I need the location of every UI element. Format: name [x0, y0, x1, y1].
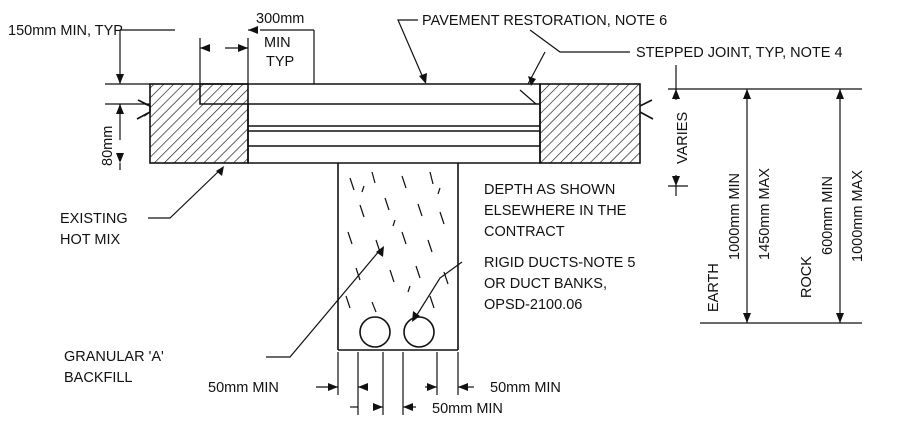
label-rock-max: 1000mm MAX	[850, 170, 866, 262]
label-typ: TYP	[266, 54, 294, 70]
dim-80	[116, 104, 124, 170]
label-earth: EARTH	[706, 263, 722, 312]
existing-hot-mix-right	[539, 83, 641, 164]
label-300mm: 300mm	[256, 11, 304, 27]
dim-varies	[672, 65, 680, 196]
label-50mm-left: 50mm MIN	[208, 380, 279, 396]
label-duct-banks: OR DUCT BANKS,	[484, 276, 607, 292]
label-pavement-restoration: PAVEMENT RESTORATION, NOTE 6	[422, 13, 667, 29]
label-min: MIN	[264, 35, 291, 51]
label-50mm-right: 50mm MIN	[490, 380, 561, 396]
dim-150-min	[105, 26, 315, 114]
label-backfill: BACKFILL	[64, 370, 133, 386]
label-rock-min: 600mm MIN	[820, 176, 836, 255]
label-stepped-joint: STEPPED JOINT, TYP, NOTE 4	[636, 45, 843, 61]
duct-right	[403, 316, 435, 348]
label-earth-max: 1450mm MAX	[757, 168, 773, 260]
label-varies: VARIES	[675, 112, 691, 164]
label-depth-1: DEPTH AS SHOWN	[484, 182, 615, 198]
pavement-restoration-layers	[199, 83, 541, 164]
level-lines	[668, 88, 862, 324]
label-150mm-min-typ: 150mm MIN, TYP	[8, 23, 123, 39]
dim-earth	[743, 89, 751, 323]
duct-left	[359, 316, 391, 348]
label-rigid-ducts: RIGID DUCTS-NOTE 5	[484, 255, 635, 271]
label-existing: EXISTING	[60, 211, 128, 227]
label-50mm-bottom: 50mm MIN	[432, 401, 503, 417]
label-80mm: 80mm	[100, 126, 116, 166]
label-earth-min: 1000mm MIN	[727, 173, 743, 260]
label-opsd: OPSD-2100.06	[484, 297, 582, 313]
trench-backfill	[337, 163, 459, 351]
label-granular: GRANULAR 'A'	[64, 349, 164, 365]
dim-rock	[836, 89, 844, 323]
label-depth-2: ELSEWHERE IN THE	[484, 203, 627, 219]
break-line-left	[136, 99, 151, 120]
label-depth-3: CONTRACT	[484, 224, 565, 240]
label-rock: ROCK	[799, 256, 815, 298]
existing-hot-mix-left	[149, 83, 249, 164]
break-line-right	[639, 99, 654, 120]
label-hot-mix: HOT MIX	[60, 232, 120, 248]
dim-50-bottom	[316, 352, 474, 415]
